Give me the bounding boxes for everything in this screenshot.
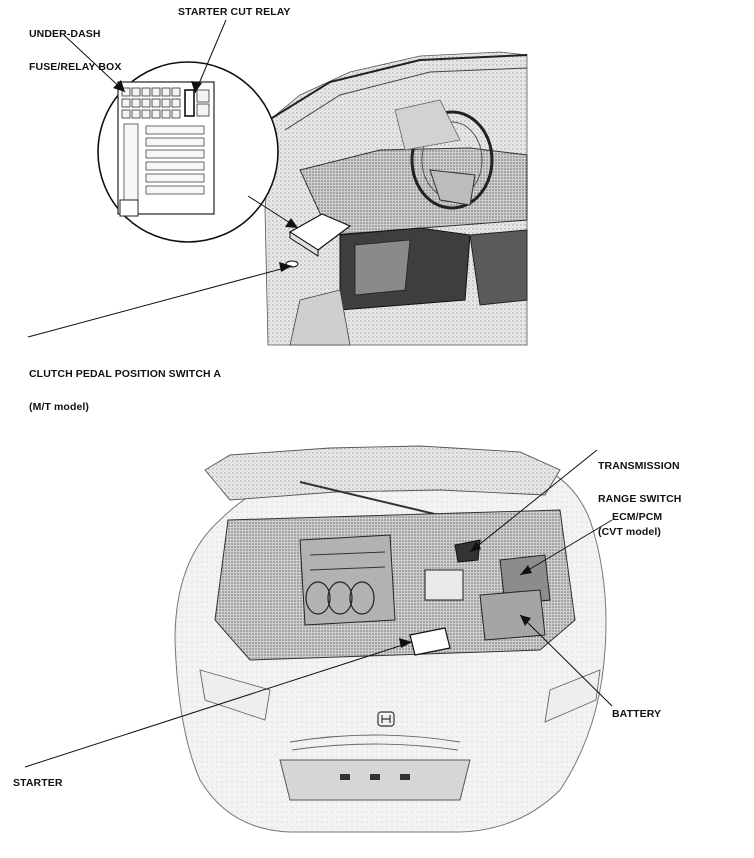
label-under-dash-fuse-relay-box: UNDER-DASH FUSE/RELAY BOX [29,7,121,84]
label-transmission-range-switch: TRANSMISSION RANGE SWITCH (CVT model) [598,439,681,549]
label-transmission-line-3: (CVT model) [598,526,661,538]
label-starter-cut-relay: STARTER CUT RELAY [178,6,291,18]
label-under-dash-line-2: FUSE/RELAY BOX [29,61,122,73]
label-starter: STARTER [13,777,63,789]
fuse-box-zoom-circle [97,61,279,243]
label-under-dash-line-1: UNDER-DASH [29,28,101,40]
leader-transmission-switch [469,449,598,553]
label-transmission-line-2: RANGE SWITCH [598,493,682,505]
leader-lines [24,19,613,768]
label-clutch-line-2: (M/T model) [29,401,90,413]
engine-bay-illustration [174,445,607,833]
leader-battery [519,614,613,707]
leader-arrowheads [113,80,532,648]
cabin-illustration [264,51,528,346]
label-clutch-pedal-position-switch-a: CLUTCH PEDAL POSITION SWITCH A (M/T mode… [29,347,221,424]
leader-clutch-switch [27,265,293,338]
leader-starter [24,641,413,768]
label-clutch-line-1: CLUTCH PEDAL POSITION SWITCH A [29,368,221,380]
label-transmission-line-1: TRANSMISSION [598,460,680,472]
leader-ecm-pcm [519,519,613,576]
leader-under-dash-box [63,34,126,93]
leader-starter-cut-relay [194,19,227,94]
label-battery: BATTERY [612,708,662,720]
label-ecm-pcm: ECM/PCM [612,511,663,523]
honda-logo-icon [377,711,395,727]
